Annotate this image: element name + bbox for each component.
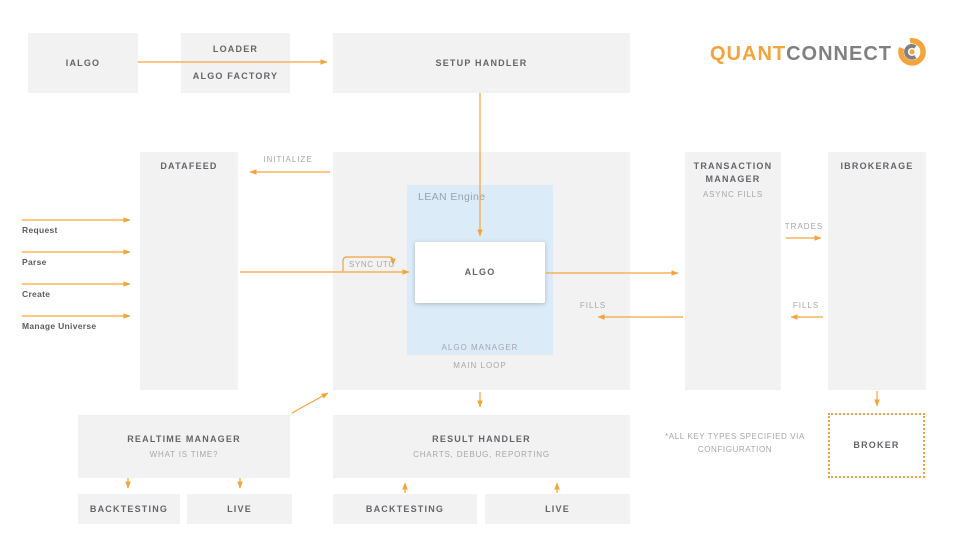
- box-backtesting-left: BACKTESTING: [78, 494, 180, 524]
- setup-handler-label: SETUP HANDLER: [435, 57, 528, 68]
- arrow-realtime-to-main-loop: [291, 392, 329, 414]
- async-fills-label: ASYNC FILLS: [703, 190, 763, 199]
- trades-label: TRADES: [784, 222, 824, 231]
- box-realtime-manager: REALTIME MANAGER WHAT IS TIME?: [78, 415, 290, 478]
- box-live-left: LIVE: [187, 494, 292, 524]
- what-is-time-label: WHAT IS TIME?: [149, 450, 219, 459]
- logo-connect-text: CONNECT: [786, 43, 892, 65]
- box-live-right: LIVE: [485, 494, 630, 524]
- box-loader-algo-factory: LOADER ALGO FACTORY: [181, 33, 290, 93]
- box-setup-handler: SETUP HANDLER: [333, 33, 630, 93]
- box-ialgo-label: IALGO: [65, 57, 101, 68]
- key-types-note-line1: *ALL KEY TYPES SPECIFIED VIA: [665, 432, 805, 441]
- live-right-label: LIVE: [545, 503, 570, 514]
- result-handler-label: RESULT HANDLER: [432, 434, 531, 444]
- lean-engine-label: LEAN Engine: [418, 191, 486, 203]
- datafeed-label: DATAFEED: [160, 161, 218, 171]
- datafeed-op-manage-universe: Manage Universe: [22, 321, 97, 331]
- broker-label: BROKER: [853, 440, 900, 450]
- box-result-handler: RESULT HANDLER CHARTS, DEBUG, REPORTING: [333, 415, 630, 478]
- box-ibrokerage: IBROKERAGE: [828, 152, 926, 390]
- transaction-manager-label: TRANSACTION MANAGER: [693, 161, 773, 184]
- backtesting-left-label: BACKTESTING: [89, 503, 169, 514]
- key-types-note: *ALL KEY TYPES SPECIFIED VIA CONFIGURATI…: [635, 430, 835, 456]
- quantconnect-swirl-icon: [898, 38, 926, 66]
- box-broker: BROKER: [828, 413, 925, 478]
- main-loop-label: MAIN LOOP: [453, 361, 507, 370]
- datafeed-op-create: Create: [22, 289, 51, 299]
- fills-to-tm-label: FILLS: [792, 301, 820, 310]
- box-datafeed: DATAFEED: [140, 152, 238, 390]
- sync-utc-label: SYNC UTC: [349, 260, 395, 269]
- backtesting-right-label: BACKTESTING: [365, 503, 445, 514]
- datafeed-op-request: Request: [22, 225, 58, 235]
- live-left-label: LIVE: [227, 503, 252, 514]
- loader-label: LOADER: [212, 44, 259, 54]
- algo-factory-label: ALGO FACTORY: [192, 71, 279, 81]
- algo-label: ALGO: [464, 267, 496, 277]
- box-algo: ALGO: [415, 242, 545, 303]
- realtime-manager-label: REALTIME MANAGER: [127, 434, 241, 444]
- box-backtesting-right: BACKTESTING: [333, 494, 477, 524]
- ibrokerage-label: IBROKERAGE: [840, 161, 914, 171]
- initialize-label: INITIALIZE: [263, 155, 313, 164]
- fills-to-lean-label: FILLS: [579, 301, 607, 310]
- box-ialgo: IALGO: [28, 33, 138, 93]
- key-types-note-line2: CONFIGURATION: [697, 445, 773, 454]
- algo-manager-label: ALGO MANAGER: [441, 343, 519, 352]
- datafeed-op-parse: Parse: [22, 257, 47, 267]
- logo-quant-text: QUANT: [710, 43, 787, 65]
- box-transaction-manager: TRANSACTION MANAGER ASYNC FILLS: [685, 152, 781, 390]
- charts-debug-reporting-label: CHARTS, DEBUG, REPORTING: [413, 450, 550, 459]
